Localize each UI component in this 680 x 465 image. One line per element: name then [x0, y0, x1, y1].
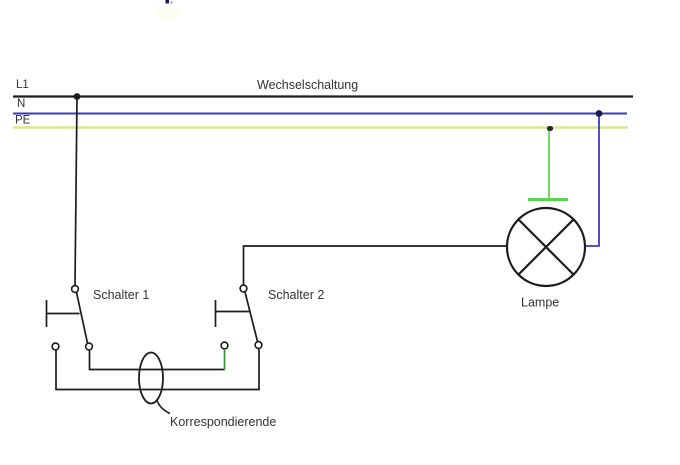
correspondence-label: Korrespondierende: [170, 415, 276, 429]
switch1-common-terminal: [70, 284, 80, 294]
l1-drop-wire: [74, 96, 78, 286]
neutral-wire: [585, 114, 600, 247]
n-rail-label: N: [17, 98, 25, 110]
power-rails: L1 N PE: [13, 79, 633, 129]
neutral-junction-dot: [595, 110, 603, 117]
lamp-cross-line2: [517, 218, 575, 276]
l1-rail-label: L1: [16, 79, 29, 91]
switch1-right-terminal: [84, 342, 94, 351]
l1-drop-to-switch1: [73, 93, 81, 286]
traveller-wire-lower: [55, 348, 260, 391]
scan-artifact: [155, 0, 181, 18]
diagram-title: Wechselschaltung: [257, 78, 358, 92]
pe-rail-label: PE: [15, 115, 31, 127]
correspondence-wires: Korrespondierende: [55, 348, 276, 429]
lamp: Lampe: [505, 206, 587, 310]
lamp-label: Lampe: [521, 296, 559, 310]
switch2-lever: [244, 291, 259, 342]
switch2-label: Schalter 2: [268, 288, 324, 302]
l1-junction-dot: [73, 93, 81, 100]
switch1-left-terminal: [51, 342, 60, 351]
switch-1: Schalter 1: [45, 284, 149, 351]
switch2-right-terminal: [254, 340, 263, 350]
traveller-wire-upper: [88, 350, 225, 371]
switch1-lever: [75, 292, 89, 344]
switched-live-wire: [242, 245, 507, 285]
switch2-common-terminal: [239, 284, 248, 293]
neutral-wire-to-lamp: [585, 110, 603, 247]
earth-wire-to-lamp: [528, 125, 568, 201]
switch-2: Schalter 2: [214, 284, 324, 350]
correspondence-marker-ellipse: [138, 351, 164, 405]
correspondence-pointer-line: [155, 399, 171, 415]
switch2-left-terminal: [220, 341, 229, 350]
pe-junction-dot: [546, 125, 554, 132]
switch1-label: Schalter 1: [93, 288, 149, 302]
